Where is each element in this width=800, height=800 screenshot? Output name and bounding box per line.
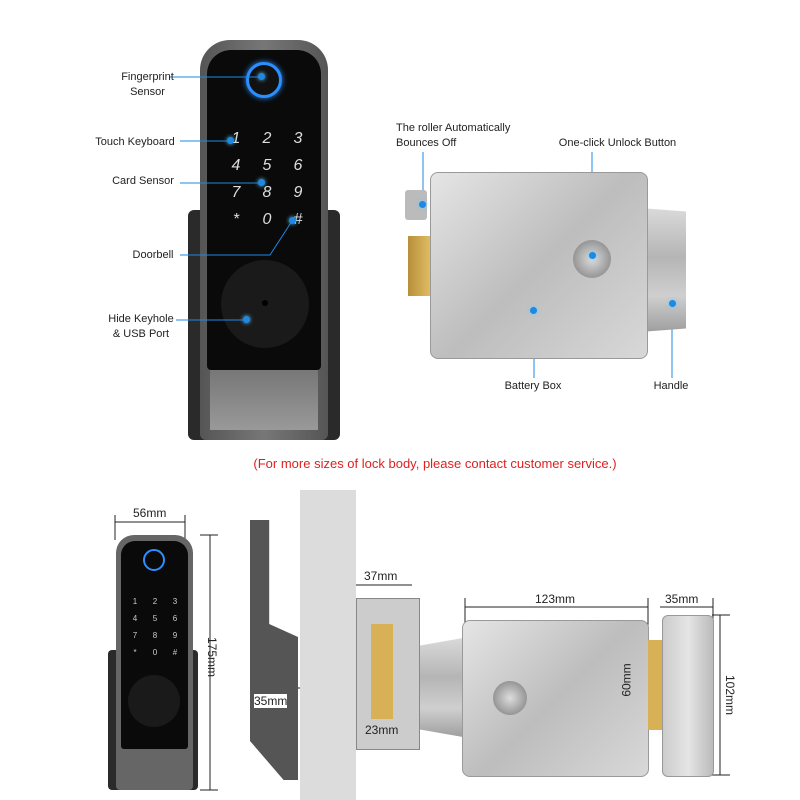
key-11[interactable]: # [293, 211, 303, 228]
battery-box-body [430, 172, 648, 359]
dim-door-gap: 35mm [254, 694, 288, 708]
side-body [662, 615, 714, 777]
dim-body-width: 123mm [535, 592, 576, 606]
lock-panel [200, 40, 328, 440]
key-0[interactable]: 1 [231, 130, 241, 147]
fingerprint-sensor[interactable] [246, 62, 282, 98]
key-5[interactable]: 6 [293, 157, 303, 174]
dim-body-height: 102mm [723, 674, 738, 716]
small-key-1: 2 [152, 597, 158, 606]
key-8[interactable]: 9 [293, 184, 303, 201]
dim-side-width: 35mm [665, 592, 699, 606]
key-3[interactable]: 4 [231, 157, 241, 174]
small-key-2: 3 [172, 597, 178, 606]
small-key-4: 5 [152, 614, 158, 623]
dim-panel-width: 56mm [133, 506, 167, 520]
dim-bolt-height: 60mm [619, 663, 634, 697]
key-2[interactable]: 3 [293, 130, 303, 147]
small-key-3: 4 [132, 614, 138, 623]
key-10[interactable]: 0 [262, 211, 272, 228]
key-1[interactable]: 2 [262, 130, 272, 147]
notice: (For more sizes of lock body, please con… [253, 456, 617, 471]
label-battery-box: Battery Box [504, 380, 562, 392]
label-doorbell: Doorbell [132, 249, 174, 261]
small-key-7: 8 [152, 631, 158, 640]
small-bolt [648, 640, 662, 730]
small-body [462, 620, 649, 777]
keyhole-cover[interactable] [221, 260, 309, 348]
roller [405, 190, 427, 220]
label-roller: The roller Automatically Bounces Off [396, 122, 511, 149]
small-lock-panel [116, 535, 193, 790]
small-key-5: 6 [172, 614, 178, 623]
key-4[interactable]: 5 [262, 157, 272, 174]
small-key-8: 9 [172, 631, 178, 640]
label-fingerprint: Fingerprint Sensor [121, 71, 174, 98]
lock-body-side [356, 598, 420, 750]
label-keyhole: Hide Keyhole & USB Port [108, 313, 174, 340]
label-card-sensor: Card Sensor [112, 175, 174, 187]
small-key-9: * [133, 648, 137, 657]
label-touch-keyboard: Touch Keyboard [95, 136, 175, 148]
small-key-10: 0 [152, 648, 158, 657]
label-unlock-button: One-click Unlock Button [558, 137, 677, 149]
dim-bolt: 23mm [365, 723, 399, 737]
small-key-11: # [172, 648, 178, 657]
unlock-button[interactable] [573, 240, 611, 278]
dim-body-depth: 37mm [364, 569, 398, 583]
label-handle: Handle [653, 380, 689, 392]
key-6[interactable]: 7 [231, 184, 241, 201]
key-7[interactable]: 8 [262, 184, 272, 201]
dim-panel-height: 175mm [205, 636, 220, 678]
key-9[interactable]: * [232, 211, 240, 228]
small-key-0: 1 [132, 597, 138, 606]
latch-bolt [408, 236, 434, 296]
small-key-6: 7 [132, 631, 138, 640]
door-section [300, 490, 356, 800]
